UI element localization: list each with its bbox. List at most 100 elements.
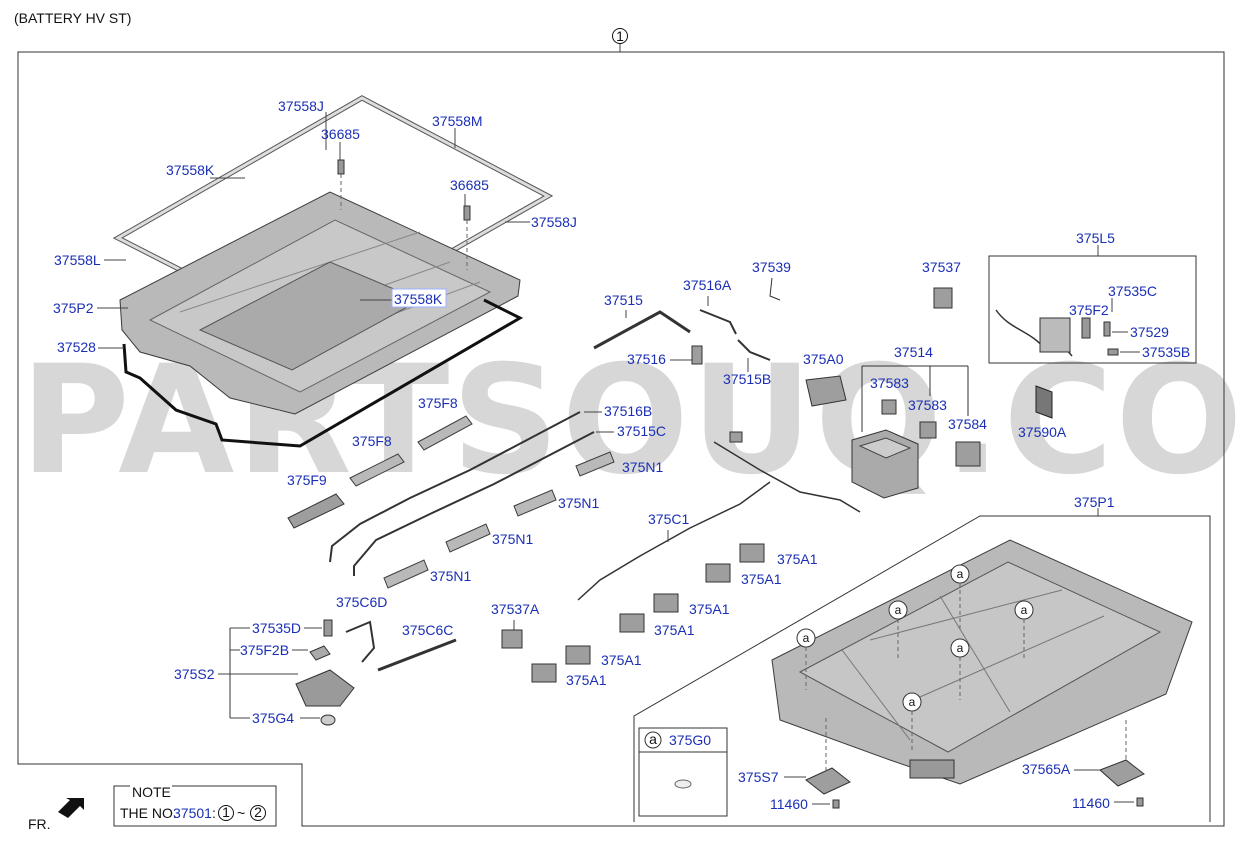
bracket-37514 — [861, 365, 969, 432]
front-label: FR. — [28, 816, 51, 832]
label-37565A[interactable]: 37565A — [1022, 761, 1071, 777]
label-37537[interactable]: 37537 — [922, 259, 961, 275]
part-37516 — [691, 345, 703, 365]
label-37535B[interactable]: 37535B — [1142, 344, 1190, 360]
label-36685-a[interactable]: 36685 — [321, 126, 360, 142]
label-37535D[interactable]: 37535D — [252, 620, 301, 636]
label-37535C[interactable]: 37535C — [1108, 283, 1157, 299]
part-37515B — [737, 339, 771, 361]
harness-375L5 — [995, 309, 1119, 357]
label-37558M[interactable]: 37558M — [432, 113, 483, 129]
label-375A1-d[interactable]: 375A1 — [654, 622, 695, 638]
label-37590A[interactable]: 37590A — [1018, 424, 1067, 440]
label-37516B[interactable]: 37516B — [604, 403, 652, 419]
callout-a-5: a — [957, 641, 964, 655]
label-37515[interactable]: 37515 — [604, 292, 643, 308]
part-375S2-module — [295, 669, 355, 707]
battery-upper-cover — [119, 191, 521, 415]
label-375G0[interactable]: 375G0 — [669, 732, 711, 748]
label-37539[interactable]: 37539 — [752, 259, 791, 275]
label-375N1-c[interactable]: 375N1 — [492, 531, 533, 547]
label-11460-b[interactable]: 11460 — [1072, 795, 1110, 811]
label-36685-b[interactable]: 36685 — [450, 177, 489, 193]
label-37537A[interactable]: 37537A — [491, 601, 540, 617]
label-375A1-f[interactable]: 375A1 — [566, 672, 607, 688]
part-375S7 — [805, 767, 851, 795]
front-indicator: FR. — [28, 798, 84, 832]
svg-text:1: 1 — [616, 28, 624, 44]
label-37583-a[interactable]: 37583 — [870, 375, 909, 391]
label-375F8-b[interactable]: 375F8 — [352, 433, 392, 449]
label-37529[interactable]: 37529 — [1130, 324, 1169, 340]
note-to: 2 — [254, 804, 262, 820]
label-37515C[interactable]: 37515C — [617, 423, 666, 439]
box-375P1 — [633, 515, 1211, 822]
label-375N1-b[interactable]: 375N1 — [558, 495, 599, 511]
label-37558J-top[interactable]: 37558J — [278, 98, 324, 114]
label-375N1-a[interactable]: 375N1 — [622, 459, 663, 475]
label-37558K-a[interactable]: 37558K — [166, 162, 215, 178]
hv-cables-37516B-37515C — [329, 411, 595, 576]
label-37583-b[interactable]: 37583 — [908, 397, 947, 413]
label-37558K-b[interactable]: 37558K — [394, 291, 443, 307]
part-375F2B — [309, 645, 331, 661]
legend-375G0: a — [638, 727, 728, 817]
part-37514-junction-block — [851, 429, 919, 499]
cover-seal-black — [122, 298, 524, 448]
front-arrow-icon — [58, 798, 84, 818]
label-375S2[interactable]: 375S2 — [174, 666, 215, 682]
label-375F8-a[interactable]: 375F8 — [418, 395, 458, 411]
label-37558L[interactable]: 37558L — [54, 252, 101, 268]
label-37558J-right[interactable]: 37558J — [531, 214, 577, 230]
part-37516A — [699, 309, 737, 335]
bracket-375S2 — [218, 627, 322, 719]
label-375A1-a[interactable]: 375A1 — [777, 551, 818, 567]
part-37583-b — [919, 421, 937, 439]
label-375C6C[interactable]: 375C6C — [402, 622, 453, 638]
label-37514[interactable]: 37514 — [894, 344, 933, 360]
label-375A1-b[interactable]: 375A1 — [741, 571, 782, 587]
label-375L5[interactable]: 375L5 — [1076, 230, 1115, 246]
part-37537A — [501, 629, 523, 649]
label-375C6D[interactable]: 375C6D — [336, 594, 387, 610]
clips-375A1 — [531, 543, 765, 683]
box-375L5 — [988, 255, 1197, 364]
part-37515 — [593, 310, 691, 350]
label-11460-a[interactable]: 11460 — [770, 796, 808, 812]
label-375S7[interactable]: 375S7 — [738, 769, 779, 785]
label-37528[interactable]: 37528 — [57, 339, 96, 355]
note-tilde: ~ — [237, 805, 245, 821]
label-375P1[interactable]: 375P1 — [1074, 494, 1115, 510]
bolt-36685-a — [337, 159, 345, 210]
label-37516A[interactable]: 37516A — [683, 277, 732, 293]
label-375N1-d[interactable]: 375N1 — [430, 568, 471, 584]
label-375F9[interactable]: 375F9 — [287, 472, 327, 488]
bolt-11460-a — [832, 799, 840, 809]
label-375A1-e[interactable]: 375A1 — [601, 652, 642, 668]
bolt-36685-b — [463, 205, 471, 270]
label-375P2[interactable]: 375P2 — [53, 300, 94, 316]
label-37584[interactable]: 37584 — [948, 416, 987, 432]
note-part-37501[interactable]: 37501 — [173, 805, 212, 821]
group-number-badge: 1 — [612, 28, 628, 52]
callout-a-6: a — [909, 695, 916, 709]
label-375G4[interactable]: 375G4 — [252, 710, 294, 726]
callout-a-3: a — [957, 567, 964, 581]
part-375G4 — [320, 714, 336, 726]
diagram-frame — [17, 51, 1225, 827]
label-375F2[interactable]: 375F2 — [1069, 302, 1109, 318]
label-375F2B[interactable]: 375F2B — [240, 642, 289, 658]
label-375A1-c[interactable]: 375A1 — [689, 601, 730, 617]
callout-a-1: a — [803, 631, 810, 645]
battery-lower-tray — [771, 539, 1193, 785]
note-from: 1 — [222, 804, 230, 820]
label-37516[interactable]: 37516 — [627, 351, 666, 367]
label-375A0[interactable]: 375A0 — [803, 351, 844, 367]
part-375A0 — [805, 375, 847, 407]
part-375F9 — [287, 493, 345, 529]
part-375C6D — [345, 620, 376, 663]
part-375F8-b — [349, 453, 405, 487]
label-37515B[interactable]: 37515B — [723, 371, 771, 387]
label-375C1[interactable]: 375C1 — [648, 511, 689, 527]
part-37584 — [955, 441, 981, 467]
